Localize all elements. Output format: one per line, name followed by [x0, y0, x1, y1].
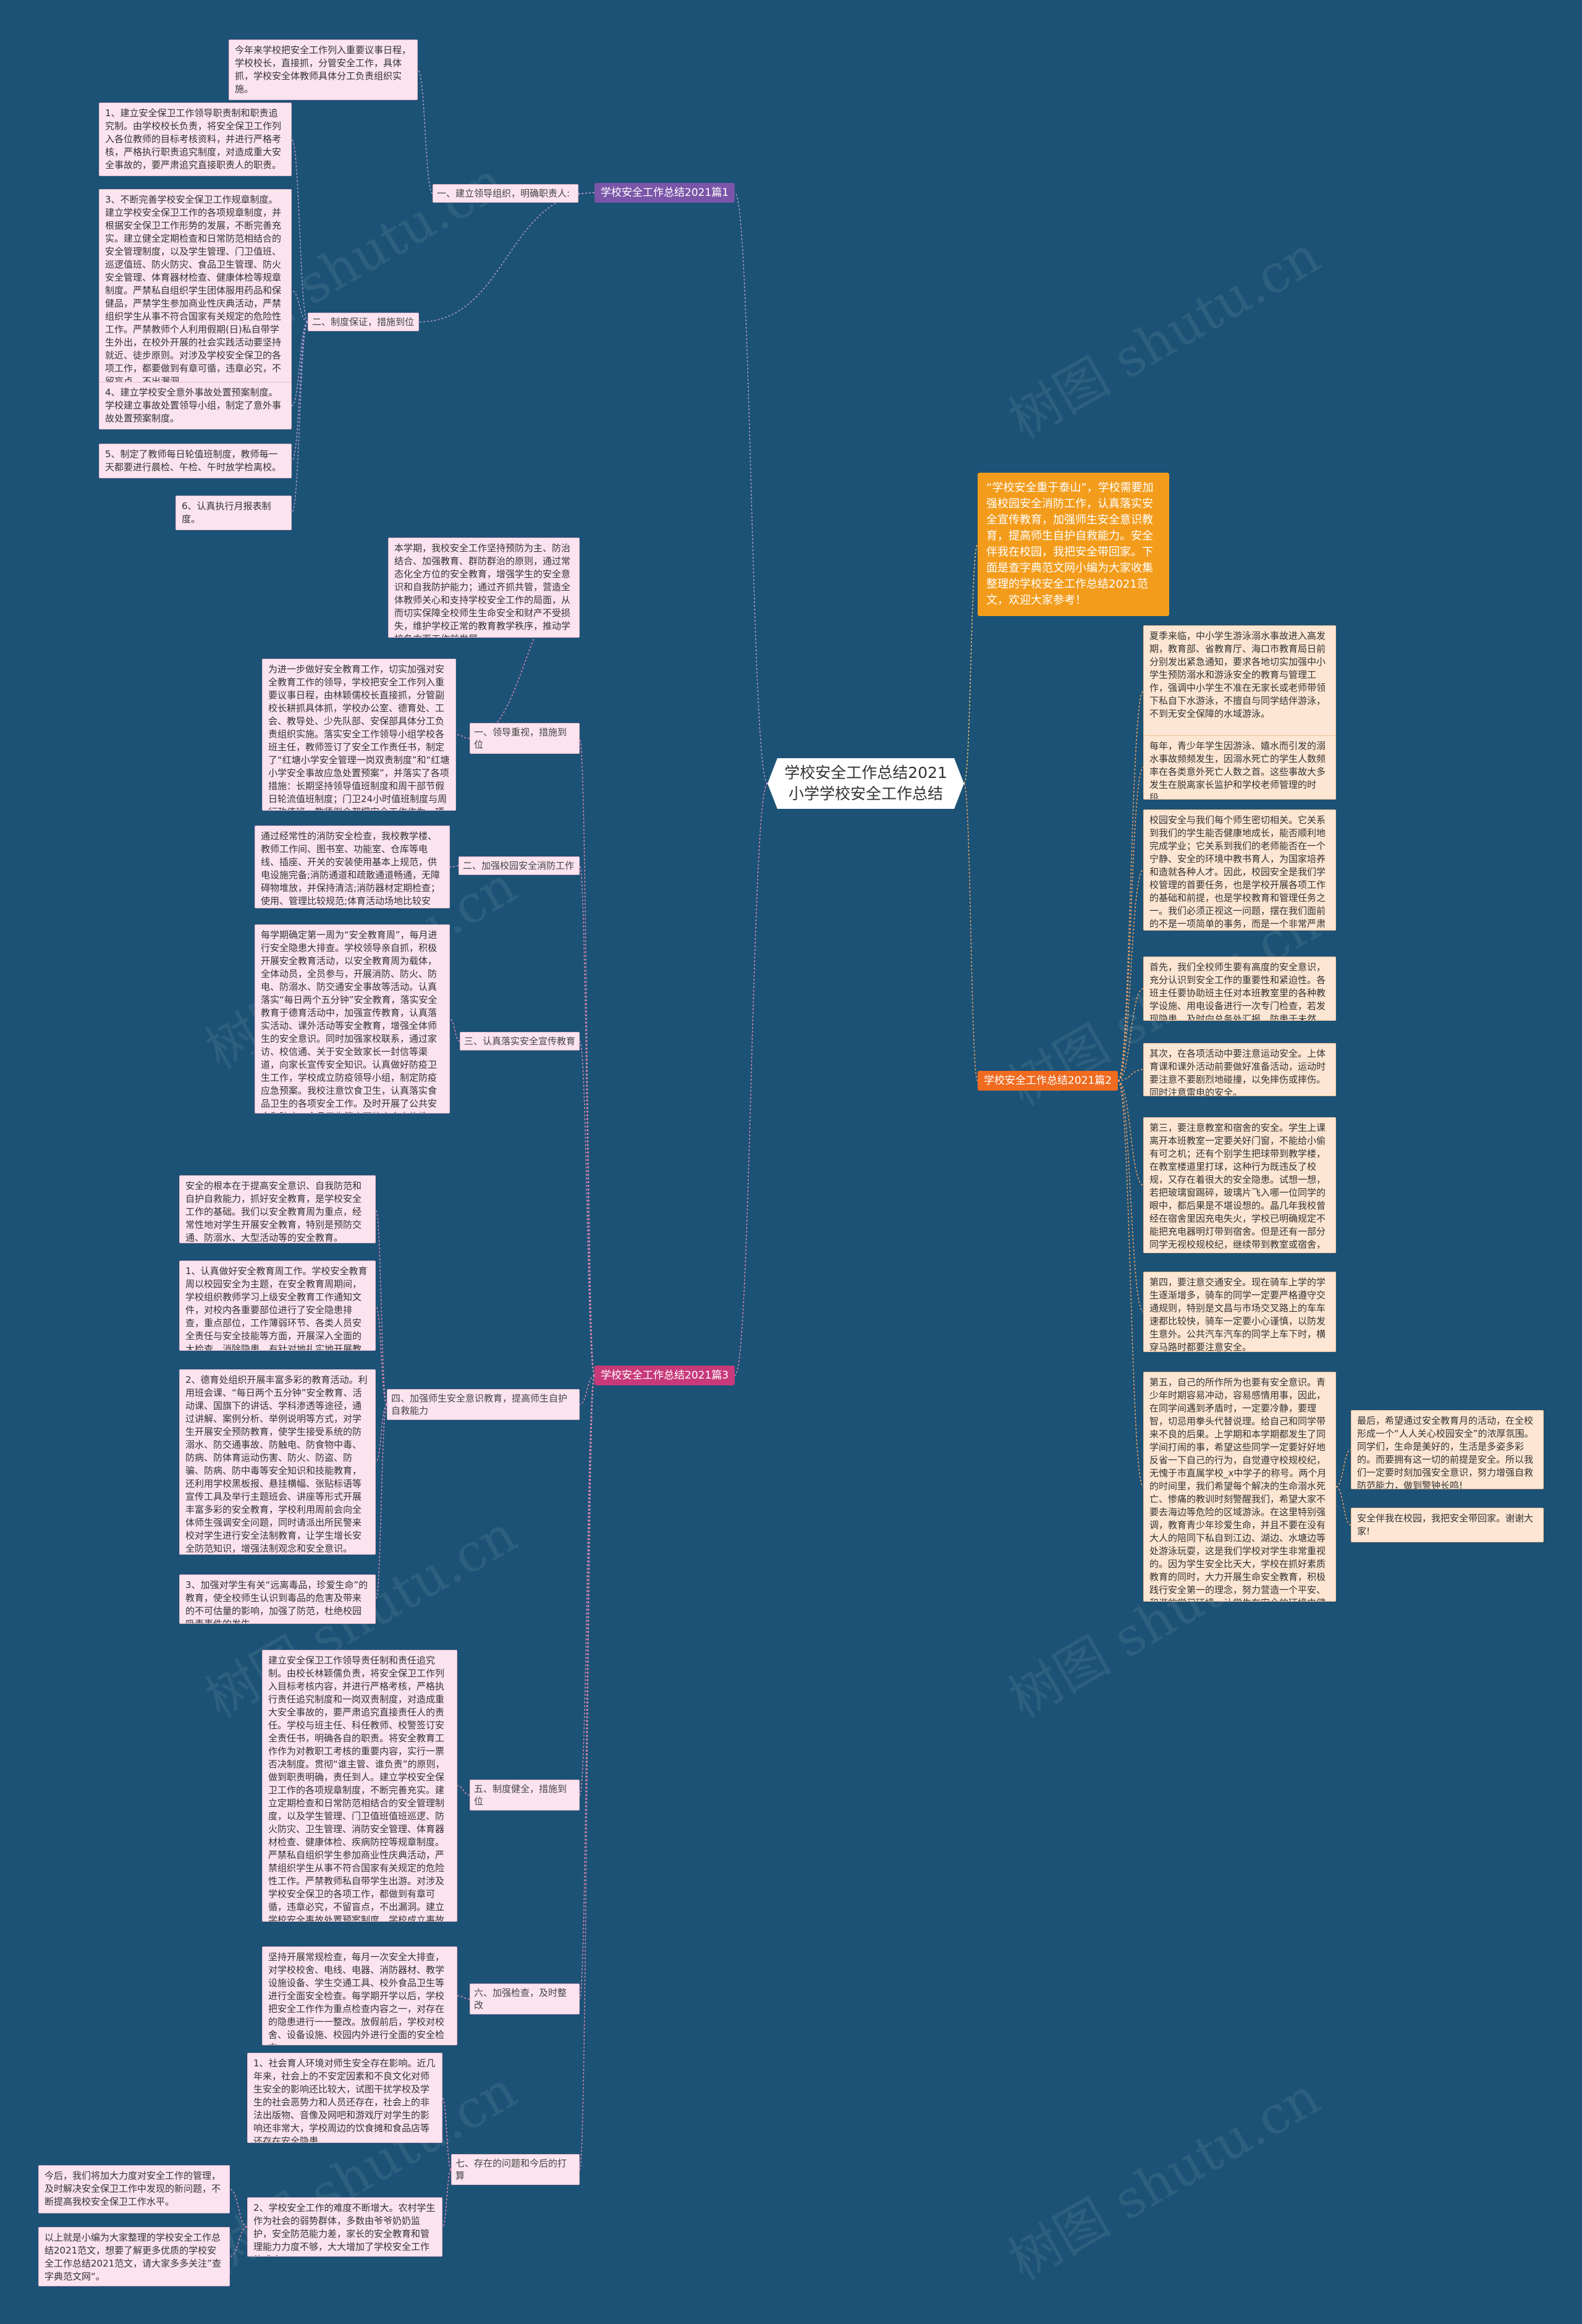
leaf-1-2-3: 4、建立学校安全意外事故处置预案制度。学校建立事故处置领导小组，制定了意外事故处…	[99, 382, 292, 429]
leaf-2-9: 最后，希望通过安全教育月的活动，在全校形成一个“人人关心校园安全”的浓厚氛围。同…	[1351, 1410, 1544, 1489]
leaf-3-2-1: 通过经常性的消防安全检查，我校教学楼、教师工作间、图书室、功能室、仓库等电线、插…	[255, 826, 450, 908]
leaf-1-2-1: 1、建立安全保卫工作领导职责制和职责追究制。由学校校长负责，将安全保卫工作列入各…	[99, 103, 292, 176]
leaf-3-1-2: 为进一步做好安全教育工作，切实加强对安全教育工作的领导，学校把安全工作列入重要议…	[262, 659, 456, 811]
connector-line	[1117, 1069, 1144, 1081]
connector-line	[291, 321, 308, 513]
connector-line	[455, 734, 470, 739]
leaf-2-3: 校园安全与我们每个师生密切相关。它关系到我们的学生能否健康地成长，能否顺利地完成…	[1143, 809, 1336, 931]
connector-line	[442, 2169, 452, 2228]
branch-node-1[interactable]: 学校安全工作总结2021篇1	[594, 183, 735, 203]
connector-line	[375, 1404, 387, 1600]
connector-line	[1117, 988, 1144, 1081]
leaf-2-7: 第四，要注意交通安全。现在骑车上学的学生逐渐增多，骑车的同学一定要严格遵守交通规…	[1143, 1272, 1336, 1352]
section-3-1[interactable]: 一、领导重视，措施到位	[470, 723, 580, 754]
leaf-1-1-1: 今年来学校把安全工作列入重要议事日程，学校校长，直接抓，分管安全工作，具体抓，学…	[229, 40, 418, 100]
leaf-3-1-1: 本学期，我校安全工作坚持预防为主、防治结合、加强教育、群防群治的原则，通过常态化…	[388, 538, 580, 638]
connector-line	[579, 1375, 595, 2170]
intro-node[interactable]: “学校安全重于泰山”，学校需要加强校园安全消防工作，认真落实安全宣传教育，加强师…	[978, 473, 1169, 616]
section-3-2[interactable]: 二、加强校园安全消防工作	[459, 856, 580, 875]
connector-line	[1117, 869, 1144, 1081]
leaf-3-7-2: 2、学校安全工作的难度不断增大。农村学生作为社会的弱势群体，多数由爷爷奶奶监护，…	[247, 2197, 442, 2257]
leaf-2-8: 第五，自己的所作所为也要有安全意识。青少年时期容易冲动，容易感情用事，因此，在同…	[1143, 1372, 1336, 1602]
connector-line	[579, 1041, 595, 1376]
leaf-3-4-3: 2、德育处组织开展丰富多彩的教育活动。利用班会课、“每日两个五分钟”安全教育、活…	[179, 1369, 376, 1555]
connector-line	[229, 2226, 248, 2257]
leaf-2-10: 安全伴我在校园，我把安全带回家。谢谢大家!	[1351, 1508, 1544, 1542]
connector-line	[1335, 1486, 1351, 1526]
connector-line	[963, 783, 978, 1081]
leaf-3-4-1: 安全的根本在于提高安全意识、自我防范和自护自救能力，抓好安全教育，是学校安全工作…	[179, 1175, 376, 1243]
section-1-2[interactable]: 二、制度保证，措施到位	[308, 313, 419, 331]
leaf-1-2-5: 6、认真执行月报表制度。	[176, 496, 292, 530]
connector-line	[417, 69, 433, 194]
connector-line	[375, 1209, 387, 1405]
connector-line	[1117, 691, 1144, 1081]
leaf-2-2: 每年，青少年学生因游泳、嬉水而引发的溺水事故频频发生，因溺水死亡的学生人数频率在…	[1143, 735, 1336, 800]
leaf-3-6-1: 坚持开展常规检查，每月一次安全大排查，对学校校舍、电线、电器、消防器材、教学设施…	[262, 1946, 457, 2045]
leaf-2-6: 第三，要注意教室和宿舍的安全。学生上课离开本班教室一定要关好门窗，不能给小偷有可…	[1143, 1117, 1336, 1253]
leaf-3-4-4: 3、加强对学生有关“远离毒品，珍爱生命”的教育，使全校师生认识到毒品的危害及带来…	[179, 1574, 376, 1624]
leaf-3-4-2: 1、认真做好安全教育周工作。学校安全教育周以校园安全为主题，在安全教育周期间，学…	[179, 1261, 376, 1351]
leaf-3-7-1: 1、社会育人环境对师生安全存在影响。近几年来，社会上的不安定因素和不良文化对师生…	[247, 2053, 442, 2143]
section-3-7[interactable]: 七、存在的问题和今后的打算	[451, 2154, 580, 2185]
branch-node-2[interactable]: 学校安全工作总结2021篇2	[978, 1071, 1119, 1091]
connector-line	[291, 321, 308, 462]
leaf-2-5: 其次，在各项活动中要注意运动安全。上体育课和课外活动前要做好准备活动，运动时要注…	[1143, 1043, 1336, 1096]
connector-line	[229, 2189, 248, 2228]
connector-line	[1335, 1449, 1351, 1487]
section-3-4[interactable]: 四、加强师生安全意识教育，提高师生自护自救能力	[387, 1389, 580, 1420]
leaf-1-2-2: 3、不断完善学校安全保卫工作规章制度。建立学校安全保卫工作的各项规章制度，并根据…	[99, 189, 292, 392]
section-1-1[interactable]: 一、建立领导组织，明确职责人:	[433, 184, 578, 203]
leaf-3-3-1: 每学期确定第一周为“安全教育周”，每月进行安全隐患大排查。学校领导亲自抓，积极开…	[255, 924, 450, 1113]
section-3-6[interactable]: 六、加强检查，及时整改	[470, 1984, 580, 2014]
connector-line	[734, 783, 768, 1376]
connector-line	[734, 192, 768, 784]
connector-line	[291, 138, 308, 323]
connector-line	[449, 1018, 460, 1042]
connector-line	[457, 1785, 470, 1796]
leaf-3-7-4: 以上就是小编为大家整理的学校安全工作总结2021范文，想要了解更多优质的学校安全…	[38, 2227, 230, 2286]
connector-line	[375, 1305, 387, 1405]
connector-line	[442, 2097, 452, 2170]
leaf-3-7-3: 今后，我们将加大力度对安全工作的管理，及时解决安全保卫工作中发现的新问题，不断提…	[38, 2165, 230, 2213]
section-3-3[interactable]: 三、认真落实安全宣传教育	[460, 1032, 580, 1050]
connector-line	[579, 1375, 595, 2000]
connector-line	[418, 192, 595, 323]
connector-line	[1117, 767, 1144, 1081]
branch-node-3[interactable]: 学校安全工作总结2021篇3	[594, 1366, 735, 1385]
connector-line	[375, 1404, 387, 1463]
connector-line	[579, 865, 595, 1376]
connector-line	[457, 1995, 470, 2000]
leaf-3-5-1: 建立安全保卫工作领导责任制和责任追究制。由校长林颖儒负责，将安全保卫工作列入目标…	[262, 1650, 457, 1922]
connector-line	[449, 865, 459, 868]
connector-line	[291, 290, 308, 323]
leaf-1-2-4: 5、制定了教师每日轮值班制度，教师每一天都要进行晨检、午检、午时放学检离校。	[99, 444, 292, 478]
connector-line	[1117, 1080, 1144, 1487]
central-topic[interactable]: 学校安全工作总结2021 小学学校安全工作总结	[768, 758, 964, 809]
connector-line	[963, 544, 978, 784]
section-3-5[interactable]: 五、制度健全，措施到位	[470, 1780, 580, 1811]
leaf-2-4: 首先，我们全校师生要有高度的安全意识，充分认识到安全工作的重要性和紧迫性。各班主…	[1143, 957, 1336, 1021]
